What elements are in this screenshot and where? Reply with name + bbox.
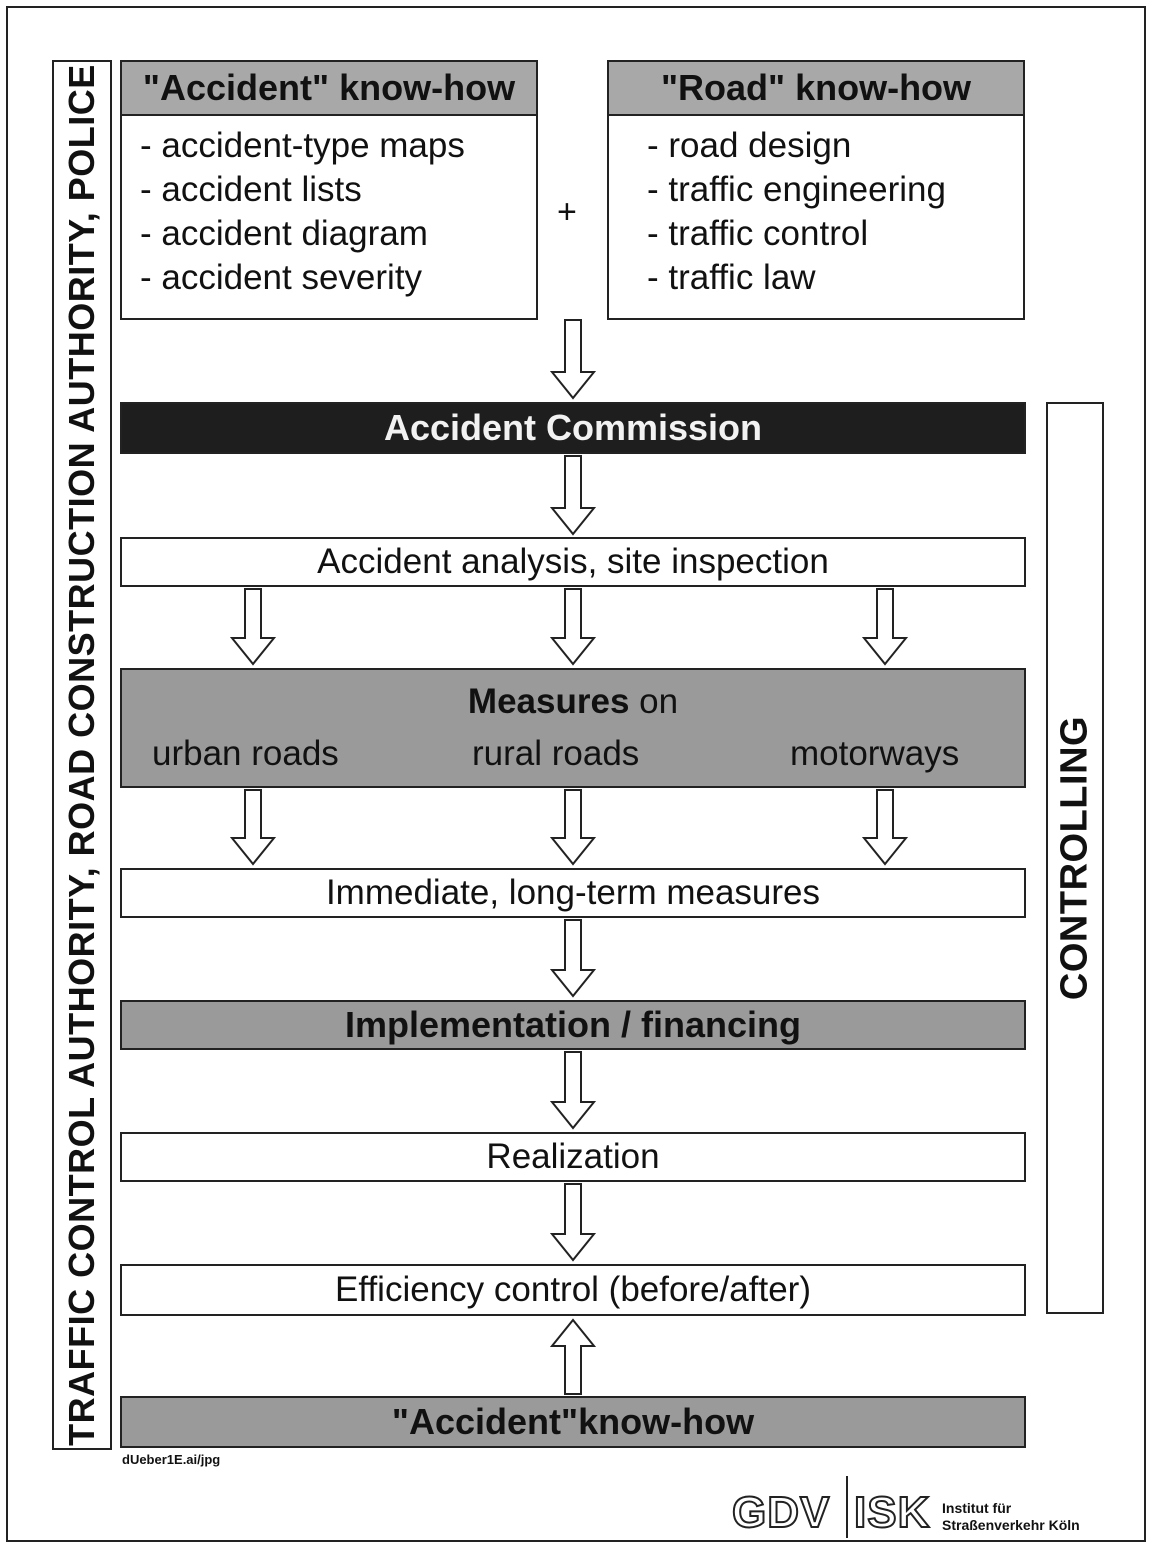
bottom-knowhow-bar: "Accident"know-how (120, 1396, 1026, 1448)
arrow-down-icon (549, 588, 597, 666)
plus-sign: + (557, 193, 577, 231)
efficiency-control-box: Efficiency control (before/after) (120, 1264, 1026, 1316)
arrow-down-icon (861, 588, 909, 666)
measures-heading-bold: Measures (467, 682, 630, 721)
controlling-label-box: CONTROLLING (1046, 402, 1104, 1314)
arrow-down-icon (861, 789, 909, 866)
list-item: - accident severity (140, 258, 423, 297)
arrow-down-icon (229, 588, 277, 666)
left-authority-label-box: TRAFFIC CONTROL AUTHORITY, ROAD CONSTRUC… (52, 60, 112, 1450)
arrow-down-icon (229, 789, 277, 866)
arrow-up-icon (549, 1318, 597, 1395)
accident-knowhow-title: "Accident" know-how (122, 62, 536, 116)
accident-commission-bar: Accident Commission (120, 402, 1026, 454)
arrow-down-icon (549, 455, 597, 536)
institute-name-line2: Straßenverkehr Köln (942, 1517, 1080, 1533)
list-item: - road design (647, 126, 852, 165)
accident-knowhow-box: "Accident" know-how - accident-type maps… (120, 60, 538, 320)
logo-divider (846, 1476, 848, 1538)
institute-name-line1: Institut für (942, 1500, 1012, 1516)
measures-box: Measures on urban roads rural roads moto… (120, 668, 1026, 788)
gdv-logo: GDV (731, 1487, 831, 1538)
measures-heading: Measures on (122, 682, 1024, 722)
accident-knowhow-list: - accident-type maps - accident lists - … (140, 124, 465, 300)
measures-heading-rest: on (629, 682, 679, 721)
road-knowhow-list: - road design - traffic engineering - tr… (647, 124, 946, 300)
arrow-down-icon (549, 319, 597, 400)
arrow-down-icon (549, 1183, 597, 1262)
list-item: - accident diagram (140, 214, 428, 253)
list-item: - traffic law (647, 258, 816, 297)
road-knowhow-box: "Road" know-how - road design - traffic … (607, 60, 1025, 320)
measures-rural: rural roads (472, 734, 640, 773)
file-code: dUeber1E.ai/jpg (122, 1452, 221, 1467)
immediate-measures-box: Immediate, long-term measures (120, 868, 1026, 918)
list-item: - accident lists (140, 170, 362, 209)
arrow-down-icon (549, 1051, 597, 1130)
road-knowhow-title: "Road" know-how (609, 62, 1023, 116)
implementation-bar: Implementation / financing (120, 1000, 1026, 1050)
accident-analysis-box: Accident analysis, site inspection (120, 537, 1026, 587)
list-item: - accident-type maps (140, 126, 465, 165)
arrow-down-icon (549, 919, 597, 998)
realization-box: Realization (120, 1132, 1026, 1182)
measures-motorways: motorways (790, 734, 960, 773)
page-frame (6, 6, 1146, 1542)
measures-urban: urban roads (152, 734, 339, 773)
list-item: - traffic engineering (647, 170, 946, 209)
arrow-down-icon (549, 789, 597, 866)
isk-logo: ISK (853, 1487, 931, 1538)
list-item: - traffic control (647, 214, 869, 253)
